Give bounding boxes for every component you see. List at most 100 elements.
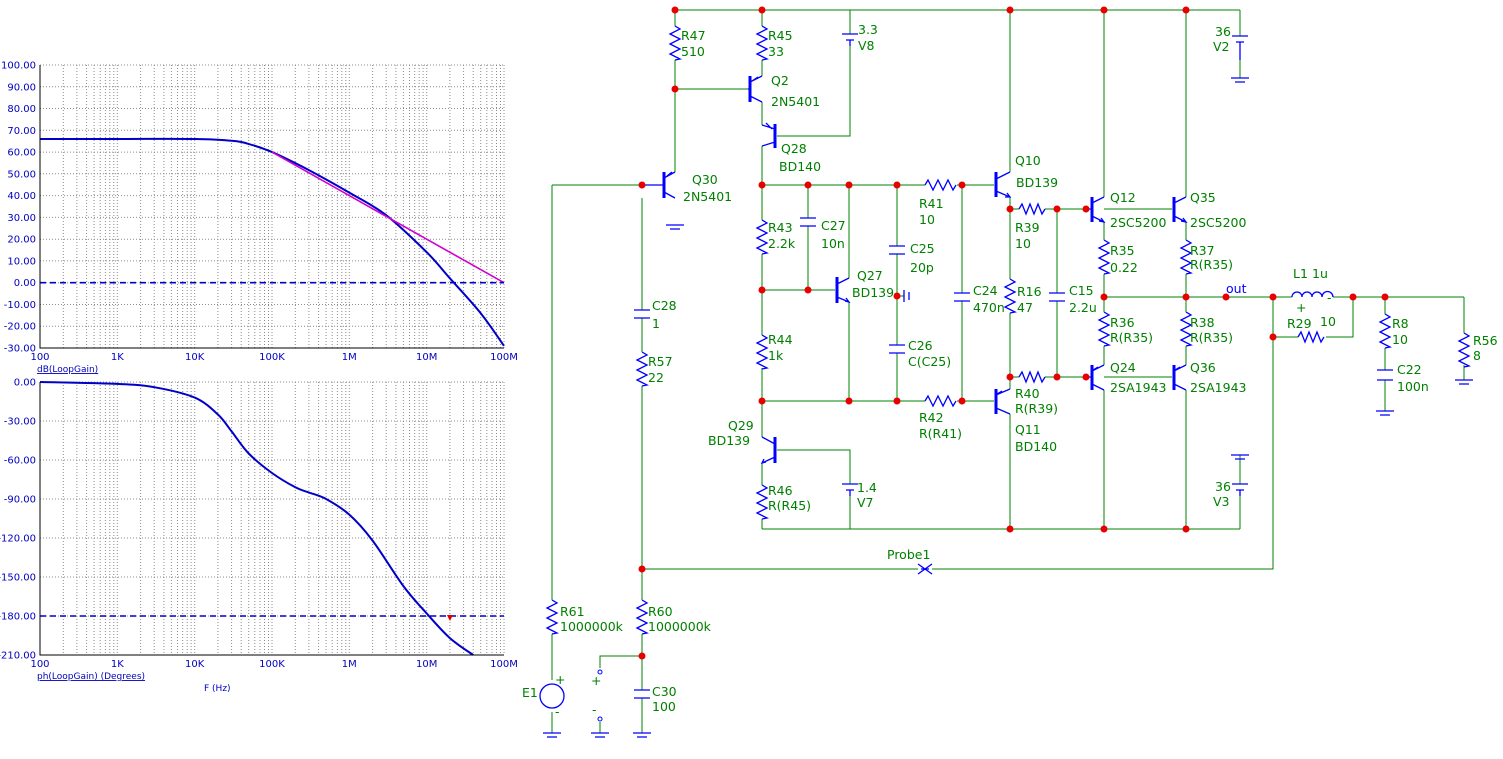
y-tick-label: 0.00 — [14, 378, 36, 389]
y-tick-label: 30.00 — [7, 213, 36, 224]
c30-label: C30 — [652, 684, 677, 699]
y-tick-label: -60.00 — [4, 456, 36, 467]
r42-resistor — [924, 394, 957, 408]
l1-plus: + — [1296, 300, 1306, 315]
phase-plot-y-ticks: 0.00-30.00-60.00-90.00-120.00-150.00-180… — [0, 378, 36, 662]
y-tick-label: 50.00 — [7, 169, 36, 180]
gain-plot: 100.0090.0080.0070.0060.0050.0040.0030.0… — [1, 61, 518, 376]
phase-plot-ylabel: ph(LoopGain) (Degrees) — [37, 672, 145, 682]
c15-capacitor — [1049, 292, 1065, 302]
x-tick-label: 1M — [342, 352, 357, 363]
x-tick-label: 1K — [111, 352, 124, 363]
ground-symbol — [591, 732, 609, 738]
q24-label: Q24 — [1110, 360, 1136, 375]
x-tick-label: 100M — [490, 659, 518, 670]
v2-value: 36 — [1215, 24, 1231, 39]
y-tick-label: 20.00 — [7, 235, 36, 246]
ground-symbol — [1231, 454, 1249, 460]
y-tick-label: -120.00 — [0, 534, 36, 545]
x-tick-label: 1M — [342, 659, 357, 670]
r61-resistor — [545, 599, 559, 635]
v7-value: 1.4 — [857, 480, 877, 495]
r39-value: 10 — [1015, 236, 1031, 251]
x-tick-label: 100M — [490, 352, 518, 363]
r56-label: R56 — [1473, 333, 1498, 348]
gain-plot-y-ticks: 100.0090.0080.0070.0060.0050.0040.0030.0… — [1, 61, 36, 355]
r56-value: 8 — [1473, 348, 1481, 363]
r29-value: 10 — [1320, 314, 1336, 329]
x-axis-label: F (Hz) — [204, 684, 231, 694]
y-tick-label: 0.00 — [14, 278, 36, 289]
q24-model: 2SA1943 — [1110, 380, 1166, 395]
r60-value: 1000000k — [648, 619, 712, 634]
r45-label: R45 — [768, 28, 793, 43]
q30-model: 2N5401 — [683, 189, 732, 204]
q36-label: Q36 — [1190, 360, 1216, 375]
y-tick-label: 80.00 — [7, 104, 36, 115]
c15-label: C15 — [1069, 283, 1094, 298]
v8-label: V8 — [858, 38, 875, 53]
x-tick-label: 100 — [30, 352, 49, 363]
y-tick-label: -90.00 — [4, 495, 36, 506]
c22-label: C22 — [1397, 362, 1422, 377]
r8-value: 10 — [1392, 332, 1408, 347]
y-tick-label: 10.00 — [7, 256, 36, 267]
l1-inductor — [1291, 290, 1334, 298]
v7-battery — [842, 483, 858, 496]
r40-value: R(R39) — [1015, 401, 1058, 416]
l1-value: 1u — [1312, 266, 1328, 281]
c30-value: 100 — [652, 699, 676, 714]
e1-control-plus: + — [591, 673, 601, 688]
y-tick-label: 60.00 — [7, 148, 36, 159]
v3-label: V3 — [1213, 494, 1230, 509]
q35-label: Q35 — [1190, 190, 1216, 205]
r16-value: 47 — [1017, 300, 1033, 315]
r47-resistor — [668, 25, 682, 61]
y-tick-label: 40.00 — [7, 191, 36, 202]
r44-value: 1k — [768, 348, 784, 363]
ground-symbol — [543, 732, 561, 738]
r42-label: R42 — [919, 410, 944, 425]
c27-capacitor — [800, 217, 816, 227]
c24-value: 470n — [973, 300, 1005, 315]
y-tick-label: 70.00 — [7, 126, 36, 137]
e1-control-minus: - — [592, 702, 597, 717]
gain-plot-ylabel: dB(LoopGain) — [37, 365, 98, 375]
q28-label: Q28 — [781, 141, 807, 156]
r46-label: R46 — [768, 483, 793, 498]
q29-label: Q29 — [728, 418, 754, 433]
q2-model: 2N5401 — [771, 94, 820, 109]
r38-value: R(R35) — [1190, 330, 1233, 345]
c15-value: 2.2u — [1069, 300, 1097, 315]
r60-resistor — [635, 599, 649, 635]
c26-capacitor — [889, 344, 905, 354]
x-tick-label: 100K — [259, 352, 285, 363]
main-trace — [40, 137, 505, 347]
c27-value: 10n — [821, 236, 845, 251]
e1-source — [539, 683, 565, 709]
c22-capacitor — [1377, 369, 1393, 381]
r29-label: R29 — [1287, 316, 1312, 331]
x-tick-label: 1K — [111, 659, 124, 670]
r47-label: R47 — [681, 28, 706, 43]
v8-battery — [842, 33, 858, 46]
schematic-nodes — [638, 6, 1389, 660]
c27-label: C27 — [821, 218, 846, 233]
c24-label: C24 — [973, 283, 998, 298]
gain-plot-axes — [39, 65, 504, 349]
phase-plot-axes — [39, 382, 504, 656]
r47-value: 510 — [681, 44, 705, 59]
r35-resistor — [1097, 239, 1111, 275]
r41-label: R41 — [919, 196, 944, 211]
c25-label: C25 — [910, 241, 935, 256]
c28-capacitor — [634, 309, 650, 319]
q10-label: Q10 — [1015, 153, 1041, 168]
l1-minus: - — [1327, 290, 1332, 305]
r45-value: 33 — [768, 44, 784, 59]
r60-label: R60 — [648, 604, 673, 619]
schematic-wires — [551, 9, 1465, 733]
c24-capacitor — [954, 292, 970, 302]
c26-label: C26 — [908, 338, 933, 353]
